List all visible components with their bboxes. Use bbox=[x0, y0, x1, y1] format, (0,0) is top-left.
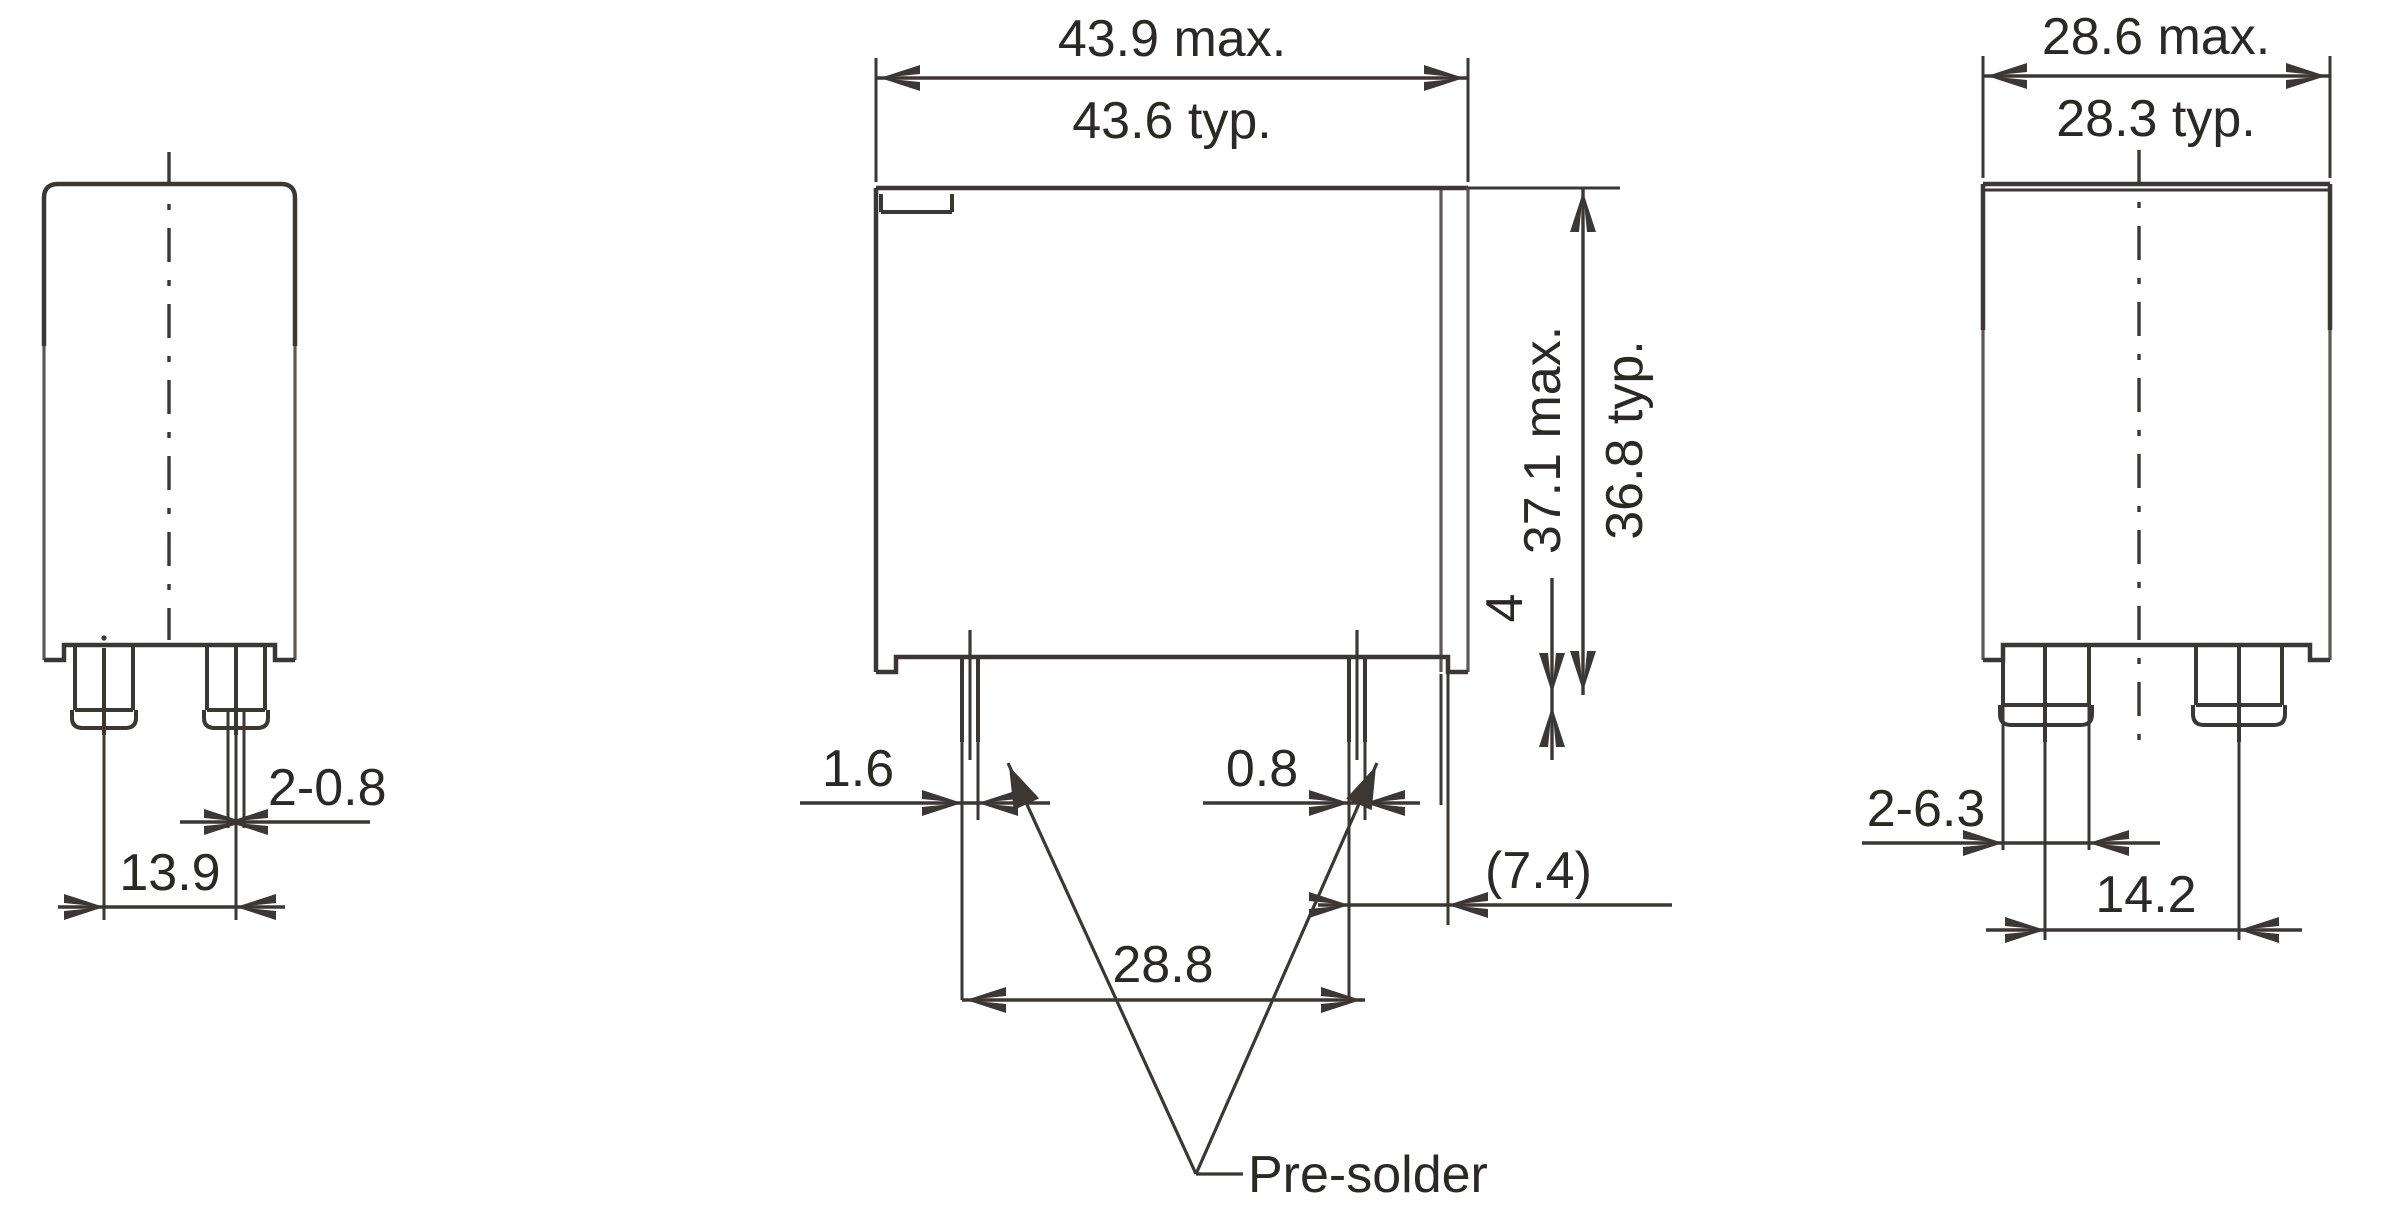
center-front-view: 43.9 max. 43.6 typ. 37.1 max. 36.8 typ. … bbox=[800, 10, 1672, 1204]
dim-label-depth-typ: 28.3 typ. bbox=[2056, 90, 2255, 148]
dim-label-left-pin-width: 2-0.8 bbox=[268, 759, 387, 817]
dim-label-width-typ: 43.6 typ. bbox=[1072, 92, 1271, 150]
dim-center-terminal-height: 4 bbox=[1476, 578, 1565, 760]
dim-center-right-offset: (7.4) bbox=[1309, 842, 1672, 918]
dim-left-pin-pitch: 13.9 bbox=[58, 844, 285, 920]
dim-center-height: 37.1 max. 36.8 typ. bbox=[1468, 186, 1654, 695]
dim-center-left-offset: 1.6 bbox=[800, 740, 1050, 1000]
dim-right-terminal-width: 2-6.3 bbox=[1862, 780, 2160, 856]
dim-label-depth-max: 28.6 max. bbox=[2042, 8, 2270, 66]
dim-left-pin-width: 2-0.8 bbox=[180, 759, 387, 835]
annotation-label-pre-solder: Pre-solder bbox=[1248, 1146, 1488, 1204]
dim-label-width-max: 43.9 max. bbox=[1058, 10, 1286, 68]
left-view-terminal-1 bbox=[70, 635, 138, 735]
right-view-terminal-2 bbox=[2191, 645, 2287, 742]
right-view-body-outline bbox=[1980, 181, 2333, 663]
dim-label-left-pin-pitch: 13.9 bbox=[119, 844, 220, 902]
dim-label-pin-thickness: 0.8 bbox=[1226, 740, 1298, 798]
annotation-pre-solder-leader bbox=[996, 760, 1389, 1176]
dim-right-terminal-pitch: 14.2 bbox=[1986, 866, 2302, 943]
center-view-body-outline bbox=[873, 185, 1470, 675]
center-view-pin-right bbox=[1347, 657, 1367, 760]
left-view-terminal-2 bbox=[202, 645, 270, 735]
dim-label-right-offset: (7.4) bbox=[1485, 842, 1592, 900]
dim-center-pin-span: 28.8 bbox=[962, 936, 1365, 1013]
center-view-top-tab bbox=[879, 194, 954, 214]
dim-label-pin-span: 28.8 bbox=[1112, 936, 1213, 994]
dim-right-depth: 28.6 max. 28.3 typ. bbox=[1981, 8, 2332, 178]
dim-label-terminal-height: 4 bbox=[1476, 594, 1534, 623]
dim-label-left-offset: 1.6 bbox=[822, 740, 894, 798]
right-view-terminal-1 bbox=[1998, 645, 2094, 742]
dim-center-pin-thickness: 0.8 bbox=[1203, 740, 1420, 1000]
dim-label-height-max: 37.1 max. bbox=[1514, 326, 1572, 554]
center-view-pin-left bbox=[960, 657, 980, 760]
right-end-view: 28.6 max. 28.3 typ. 2-6.3 14.2 bbox=[1862, 8, 2333, 943]
dim-center-width: 43.9 max. 43.6 typ. bbox=[874, 10, 1470, 182]
dim-label-terminal-width: 2-6.3 bbox=[1867, 780, 1986, 838]
dim-label-height-typ: 36.8 typ. bbox=[1596, 340, 1654, 539]
left-side-view: 2-0.8 13.9 bbox=[41, 152, 387, 920]
dim-label-terminal-pitch: 14.2 bbox=[2095, 866, 2196, 924]
